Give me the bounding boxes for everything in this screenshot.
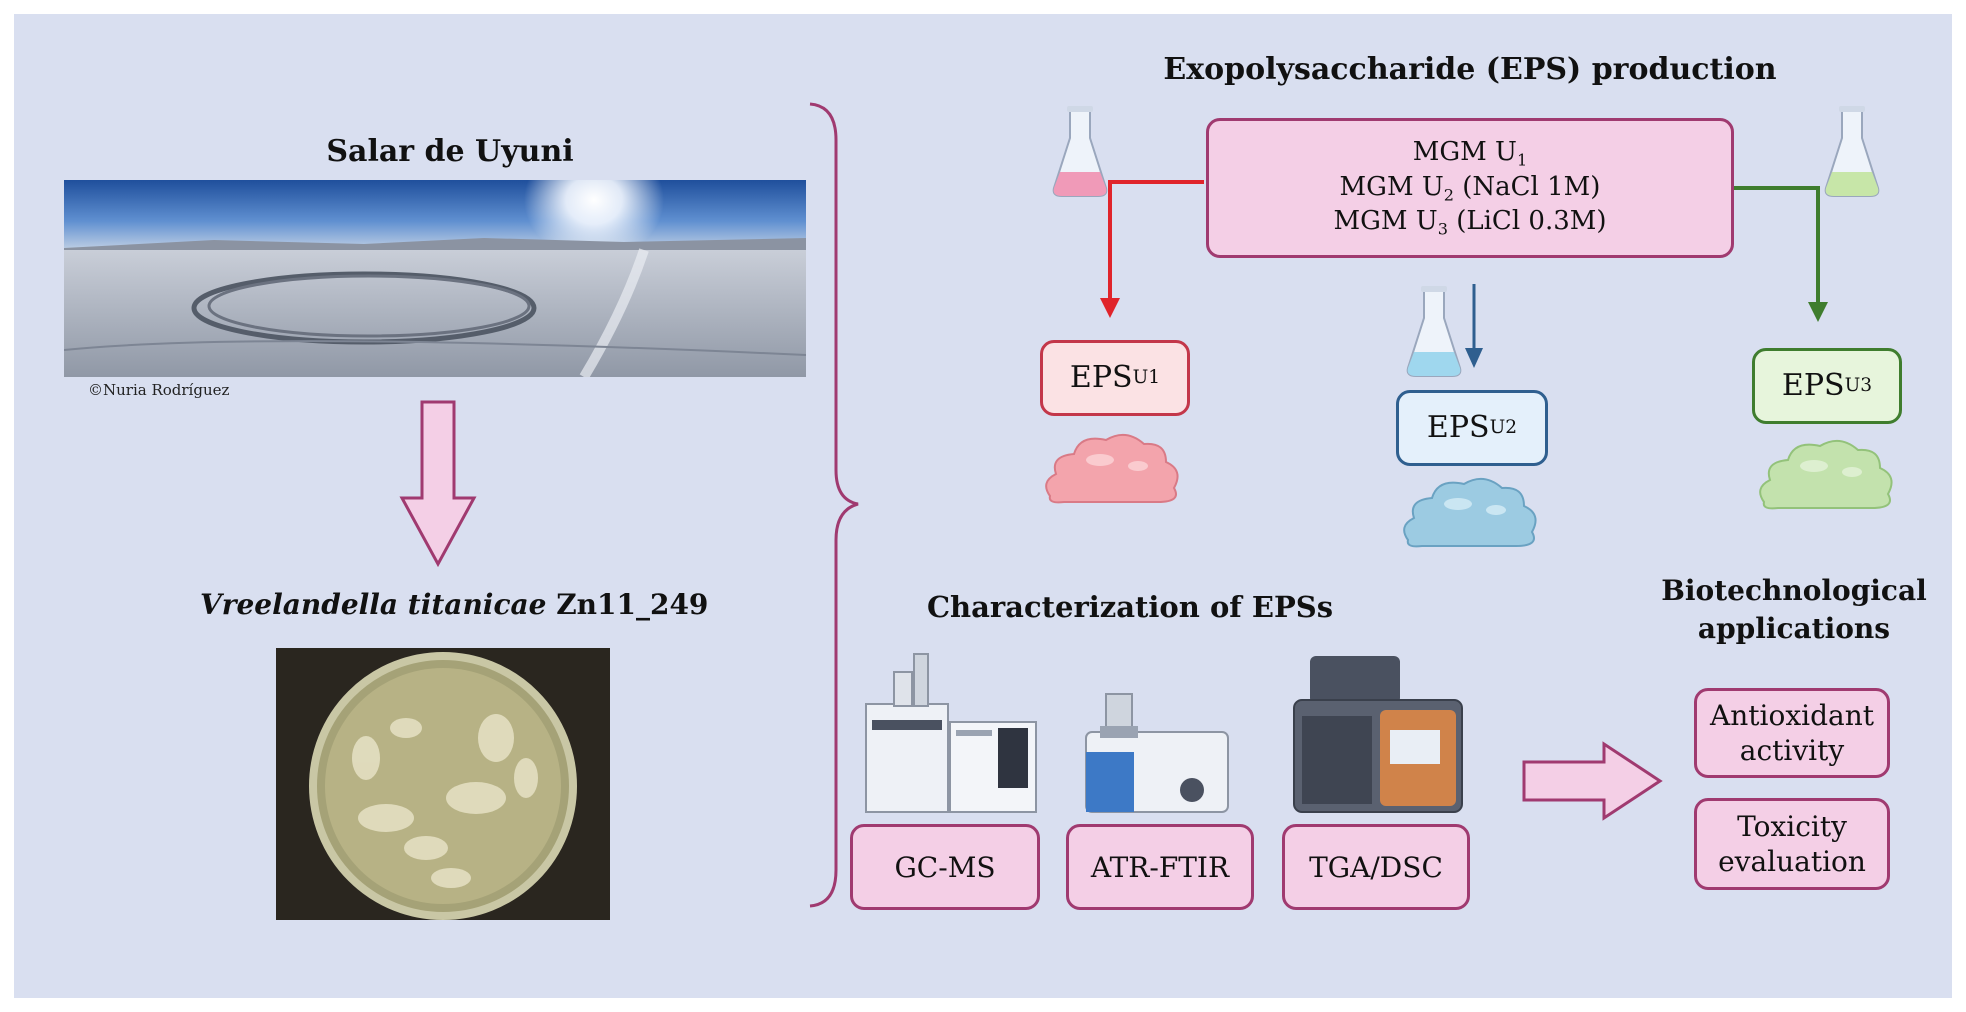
- strain-code: Zn11_249: [546, 588, 709, 621]
- flask-icon-pink: [1052, 106, 1108, 197]
- gc-ms-instrument-icon: [865, 653, 1037, 813]
- petri-dish-photo: [276, 648, 610, 920]
- technique-gc-ms: GC-MS: [850, 824, 1040, 910]
- applications-title: Biotechnological applications: [1661, 574, 1927, 645]
- green-arrow: [1734, 186, 1828, 322]
- eps-gel-pink: [1045, 433, 1179, 504]
- eps-gel-blue: [1403, 477, 1537, 548]
- technique-atr-ftir: ATR-FTIR: [1066, 824, 1254, 910]
- red-arrow: [1100, 180, 1204, 318]
- strain-species: Vreelandella titanicae: [200, 588, 547, 621]
- strain-name: Vreelandella titanicae Zn11_249: [200, 588, 708, 621]
- application-toxicity: Toxicity evaluation: [1694, 798, 1890, 890]
- media-box: MGM U1 MGM U2 (NaCl 1M) MGM U3 (LiCl 0.3…: [1206, 118, 1734, 258]
- technique-tga-dsc: TGA/DSC: [1282, 824, 1470, 910]
- medium-u1: MGM U1: [1412, 136, 1528, 170]
- tga-dsc-instrument-icon: [1293, 656, 1463, 813]
- site-title: Salar de Uyuni: [326, 134, 574, 169]
- grouping-brace: [809, 102, 859, 908]
- application-antioxidant: Antioxidant activity: [1694, 688, 1890, 778]
- medium-u2: MGM U2 (NaCl 1M): [1339, 171, 1601, 205]
- flask-icon-blue: [1406, 286, 1462, 377]
- down-arrow-icon: [399, 400, 477, 568]
- salar-photo: [64, 180, 806, 377]
- medium-u3: MGM U3 (LiCl 0.3M): [1333, 206, 1607, 240]
- photo-credit: ©Nuria Rodríguez: [88, 381, 230, 399]
- atr-ftir-instrument-icon: [1085, 693, 1229, 813]
- right-arrow-icon: [1522, 741, 1663, 821]
- eps-gel-green: [1759, 439, 1893, 510]
- production-title: Exopolysaccharide (EPS) production: [1163, 52, 1777, 87]
- blue-arrow: [1465, 284, 1483, 368]
- characterization-title: Characterization of EPSs: [926, 590, 1334, 624]
- flask-icon-green: [1824, 106, 1880, 197]
